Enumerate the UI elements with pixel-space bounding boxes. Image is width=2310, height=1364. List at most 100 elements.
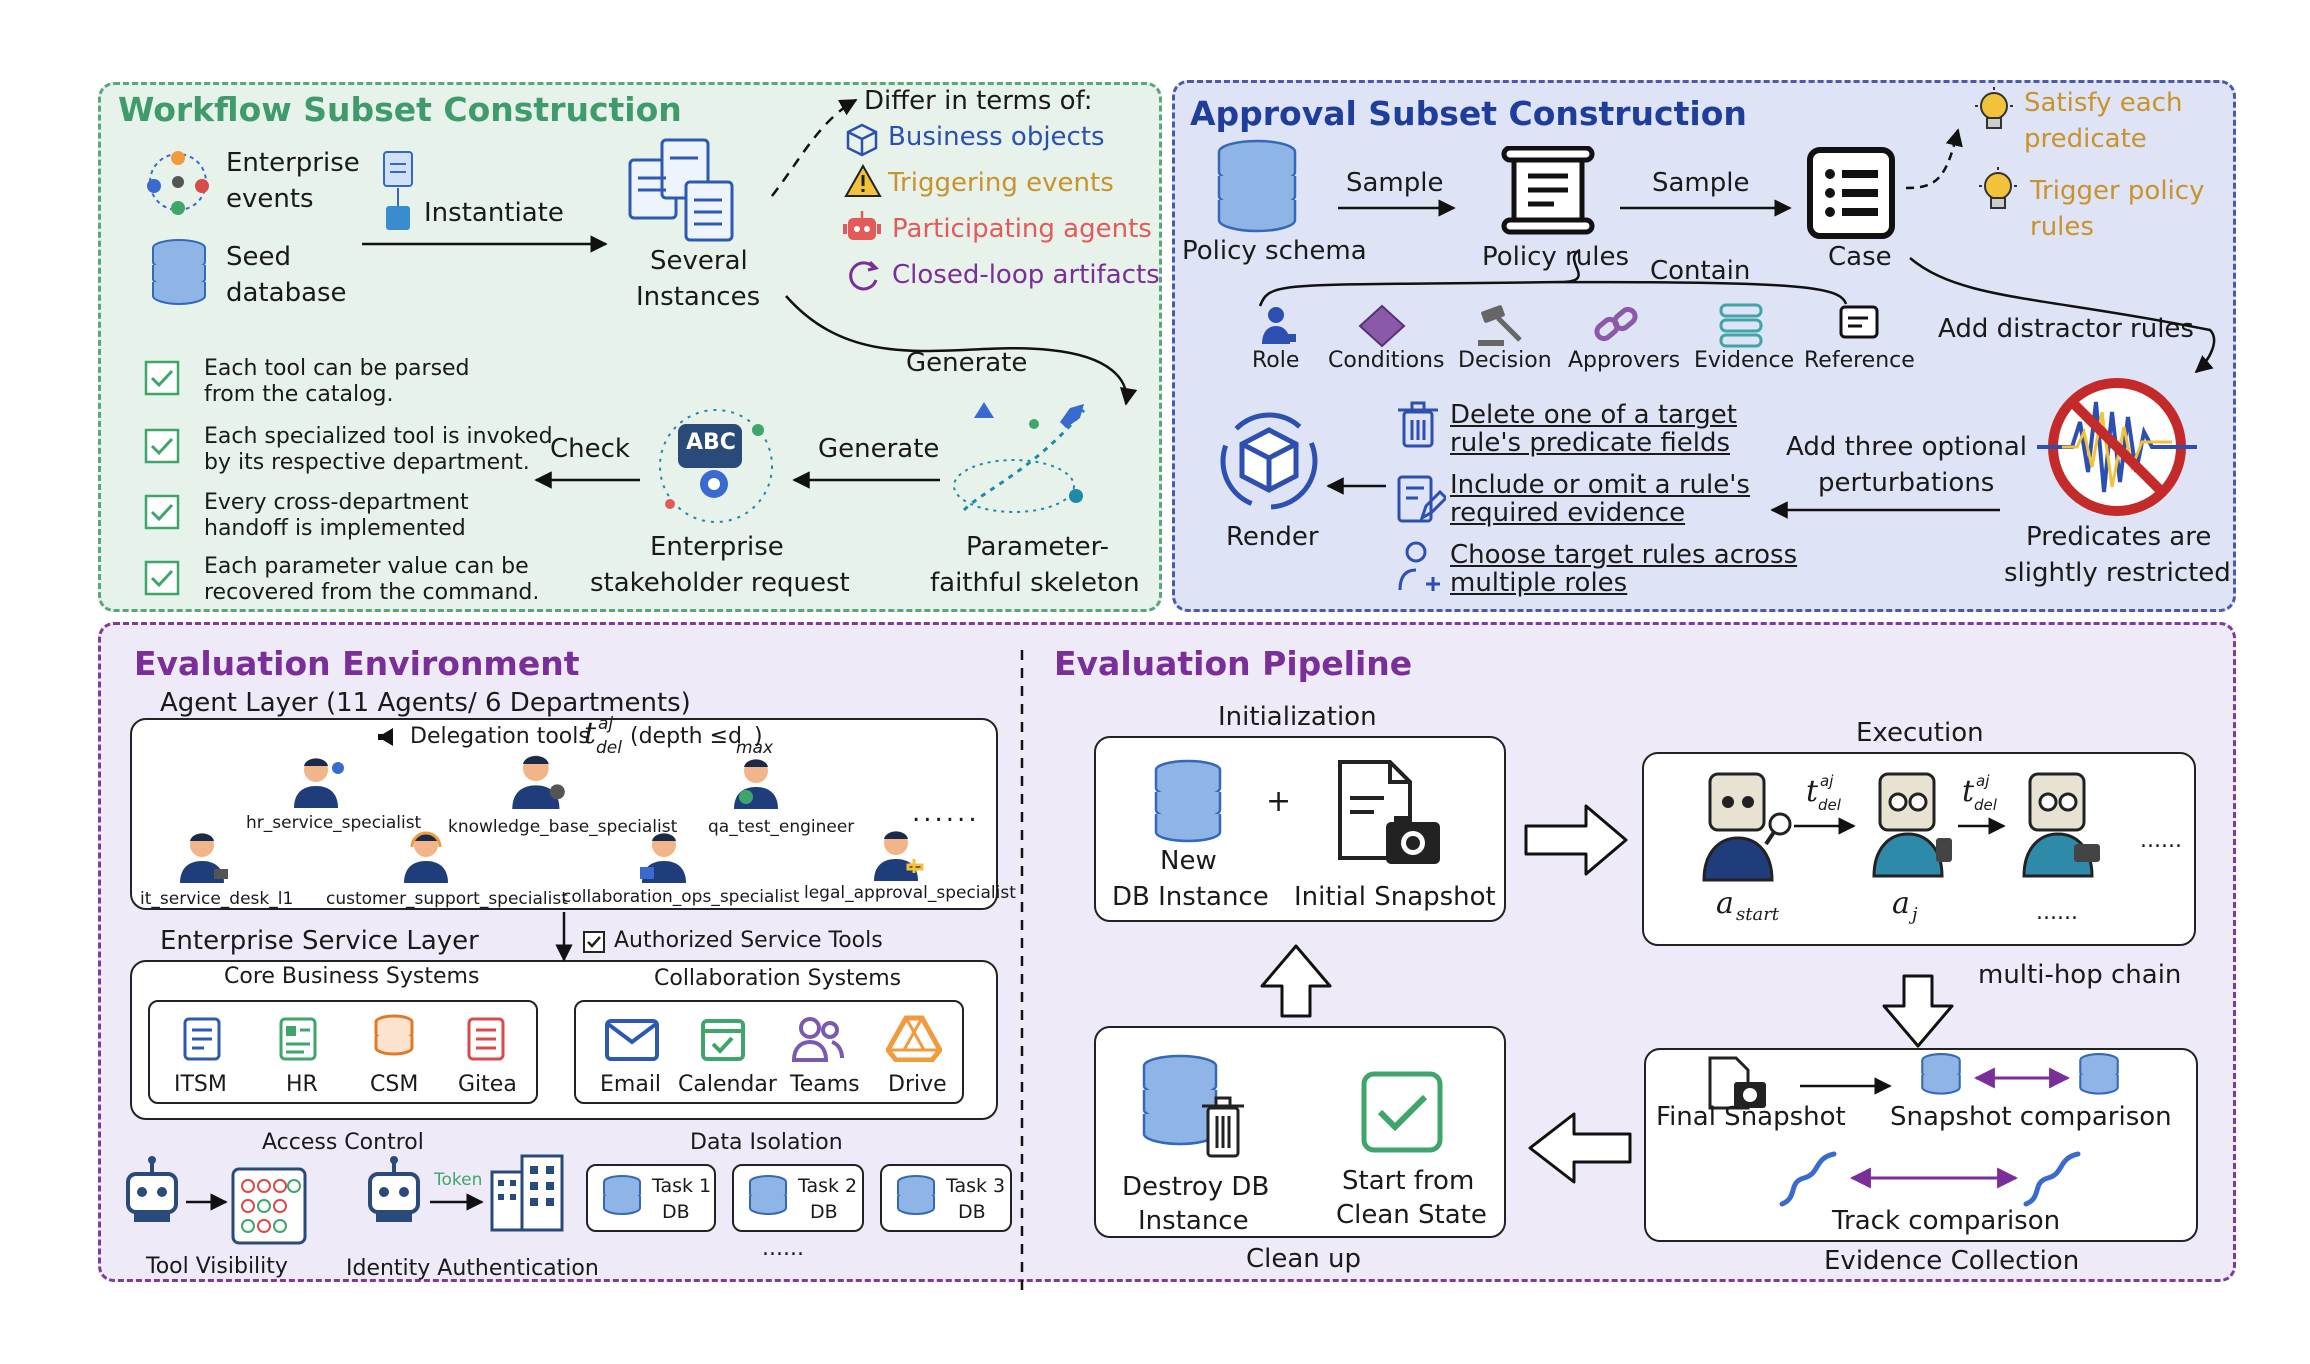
- delegation-label: Delegation tools: [410, 724, 590, 749]
- robot-icon: [843, 211, 881, 240]
- database-icon: [2079, 1053, 2119, 1095]
- agent-avatar-icon: [180, 833, 228, 883]
- component-decision: Decision: [1458, 348, 1552, 373]
- skeleton-line1: Parameter-: [966, 532, 1109, 562]
- collab-item-teams: Teams: [790, 1072, 860, 1097]
- agent-label-legal: legal_approval_specialist: [804, 883, 1016, 903]
- robot-icon: [368, 1156, 420, 1222]
- final-snapshot-label: Final Snapshot: [1656, 1102, 1846, 1132]
- core-label: Core Business Systems: [224, 964, 480, 989]
- approval-title: Approval Subset Construction: [1190, 94, 1747, 133]
- exec-t2: t: [1962, 774, 1975, 809]
- agent-robot-next-icon: [2022, 772, 2100, 878]
- predicates-line1: Predicates are: [2026, 522, 2212, 552]
- task-2-label: Task 2: [798, 1175, 858, 1197]
- collab-label: Collaboration Systems: [654, 966, 902, 991]
- add-user-icon: [1398, 541, 1440, 591]
- access-control-label: Access Control: [262, 1130, 424, 1155]
- perturbation-2-line1: Include or omit a rule's: [1450, 470, 1750, 500]
- component-evidence: Evidence: [1694, 348, 1795, 373]
- initial-snapshot-label: Initial Snapshot: [1294, 882, 1496, 912]
- gavel-icon: [1478, 305, 1522, 346]
- workflow-title: Workflow Subset Construction: [118, 90, 682, 129]
- plus-sign: +: [1266, 784, 1292, 819]
- request-line2: stakeholder request: [590, 568, 850, 598]
- task-3-db: DB: [958, 1201, 986, 1223]
- differ-item-business-objects: Business objects: [888, 122, 1105, 152]
- core-item-gitea: Gitea: [458, 1072, 517, 1097]
- restricted-wave-icon: [2037, 378, 2197, 516]
- check-item-3-line2: handoff is implemented: [204, 516, 466, 541]
- predicates-line2: slightly restricted: [2004, 558, 2231, 588]
- task-2-db: DB: [810, 1201, 838, 1223]
- core-item-itsm: ITSM: [174, 1072, 227, 1097]
- building-icon: [490, 1154, 564, 1232]
- new-db-line1: New: [1160, 846, 1217, 876]
- rocket-icon: [953, 402, 1086, 513]
- clean-up-label: Clean up: [1246, 1244, 1362, 1274]
- core-item-hr: HR: [286, 1072, 318, 1097]
- perturbation-3-line2: multiple roles: [1450, 568, 1628, 598]
- task-1-label: Task 1: [652, 1175, 712, 1197]
- agent-label-knowledge: knowledge_base_specialist: [448, 817, 678, 837]
- track-comparison-label: Track comparison: [1832, 1206, 2061, 1236]
- check-item-2-line1: Each specialized tool is invoked: [204, 424, 553, 449]
- delegation-t: t: [584, 716, 597, 751]
- instantiate-label: Instantiate: [424, 198, 564, 228]
- satisfy-line1: Satisfy each: [2024, 88, 2183, 118]
- request-badge-icon: [659, 409, 773, 523]
- sample-label-1: Sample: [1346, 168, 1444, 198]
- seed-database-line1: Seed: [226, 242, 291, 272]
- differ-item-participating-agents: Participating agents: [892, 214, 1152, 244]
- a-j-sub: j: [1912, 904, 1918, 925]
- people-network-icon: [147, 151, 209, 215]
- final-snapshot-icon: [1708, 1056, 1766, 1110]
- clean-check-icon: [1361, 1071, 1443, 1153]
- exec-t2-sup: aj: [1976, 772, 1990, 790]
- task-2-box: [732, 1164, 864, 1232]
- multihop-label: multi-hop chain: [1978, 960, 2182, 990]
- tool-visibility-label: Tool Visibility: [146, 1254, 288, 1279]
- track-wave-icon: [1779, 1151, 1837, 1207]
- scroll-icon: [1501, 146, 1595, 235]
- itsm-icon: [183, 1017, 221, 1061]
- generate-top-label: Generate: [906, 348, 1028, 378]
- trash-icon: [1398, 401, 1438, 448]
- documents-icon: [628, 138, 734, 242]
- delegation-sub: del: [596, 738, 622, 758]
- check-item-1-line1: Each tool can be parsed: [204, 356, 470, 381]
- database-icon: [152, 239, 206, 306]
- lightbulb-icon: [1979, 167, 2017, 209]
- execution-label: Execution: [1856, 718, 1984, 748]
- agent-label-it: it_service_desk_l1: [140, 889, 294, 909]
- checkbox-icon: [144, 560, 180, 596]
- case-label: Case: [1828, 242, 1892, 272]
- document-tree-icon: [383, 151, 413, 230]
- agent-avatar-icon: [640, 833, 686, 883]
- reference-card-icon: [1839, 305, 1879, 339]
- check-item-4-line2: recovered from the command.: [204, 580, 540, 605]
- identity-auth-label: Identity Authentication: [346, 1256, 599, 1281]
- sample-label-2: Sample: [1652, 168, 1750, 198]
- track-wave-icon: [2023, 1151, 2081, 1207]
- link-chain-icon: [1594, 306, 1638, 342]
- warning-icon: [844, 164, 882, 197]
- agent-avatar-icon: [294, 758, 344, 808]
- cube-icon: [846, 123, 878, 157]
- conditions-diamond-icon: [1358, 304, 1406, 348]
- start-clean-line2: Clean State: [1336, 1200, 1487, 1230]
- snapshot-document-icon: [1338, 760, 1440, 864]
- agent-label-hr: hr_service_specialist: [246, 813, 422, 833]
- database-icon: [603, 1175, 641, 1216]
- initialization-label: Initialization: [1218, 702, 1377, 732]
- render-label: Render: [1226, 522, 1319, 552]
- add-perturb-line1: Add three optional: [1786, 432, 2028, 462]
- role-person-icon: [1262, 307, 1296, 344]
- destroy-database-icon: [1142, 1054, 1244, 1158]
- core-item-csm: CSM: [370, 1072, 419, 1097]
- perturbation-1-line2: rule's predicate fields: [1450, 428, 1731, 458]
- database-icon: [897, 1175, 935, 1216]
- collab-box: [574, 1000, 964, 1104]
- depth-label: (depth ≤d: [630, 724, 743, 749]
- hr-icon: [279, 1017, 317, 1061]
